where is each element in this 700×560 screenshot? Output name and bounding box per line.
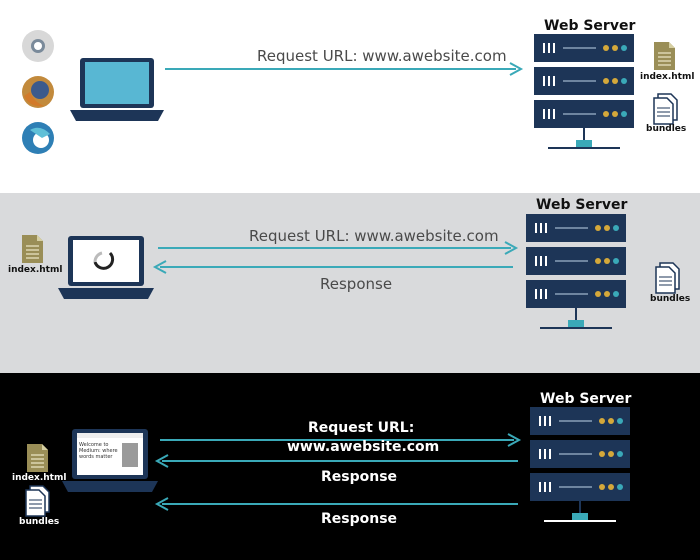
chrome-icon xyxy=(22,30,54,62)
response-label-2: Response xyxy=(321,511,398,527)
spinner-icon xyxy=(93,251,115,270)
request-label: Request URL: www.awebsite.com xyxy=(249,227,499,245)
panel-first-response: index.html Request URL: www.awebsite.com… xyxy=(0,193,700,373)
server-file-label: bundles xyxy=(650,294,691,304)
html-file-icon xyxy=(27,444,48,472)
html-file-icon xyxy=(22,235,43,263)
web-server-rack xyxy=(534,34,634,149)
file-label-index: index.html xyxy=(640,72,695,82)
bundles-file-icon xyxy=(653,93,678,125)
server-title: Web Server xyxy=(536,197,628,213)
laptop-loading xyxy=(58,236,154,299)
bundles-file-icon xyxy=(25,485,50,517)
local-file-label-index: index.html xyxy=(12,473,67,483)
panel1-graphics xyxy=(22,30,678,154)
firefox-icon xyxy=(22,76,54,108)
local-file-label: index.html xyxy=(8,265,63,275)
request-label-line1: Request URL: xyxy=(308,420,415,436)
response-label-1: Response xyxy=(321,469,398,485)
web-server-rack xyxy=(526,214,626,329)
panel2-graphics xyxy=(22,214,680,329)
response-arrow-1 xyxy=(154,454,518,468)
laptop-rendered-page xyxy=(62,429,158,492)
server-title: Web Server xyxy=(540,391,632,407)
screen-welcome-text: Welcome to Medium: where words matter xyxy=(79,442,118,460)
panel-initial-request: Request URL: www.awebsite.com Web Server… xyxy=(0,0,700,193)
edge-icon xyxy=(22,122,54,154)
response-label: Response xyxy=(320,275,393,293)
response-arrow-2 xyxy=(154,497,518,511)
request-arrow xyxy=(165,62,524,76)
web-server-rack xyxy=(530,407,630,522)
panel-bundles-response: Welcome to Medium: where words matter in… xyxy=(0,373,700,560)
request-arrow xyxy=(158,241,519,255)
bundles-file-icon xyxy=(655,262,680,294)
response-arrow xyxy=(152,260,513,274)
server-title: Web Server xyxy=(544,18,636,34)
html-file-icon xyxy=(654,42,675,70)
local-file-label-bundles: bundles xyxy=(19,517,60,527)
request-label: Request URL: www.awebsite.com xyxy=(257,47,507,65)
file-label-bundles: bundles xyxy=(646,124,687,134)
request-arrow xyxy=(160,433,522,447)
panel3-graphics xyxy=(25,407,630,522)
request-label-line2: www.awebsite.com xyxy=(287,439,440,455)
laptop xyxy=(70,58,164,121)
